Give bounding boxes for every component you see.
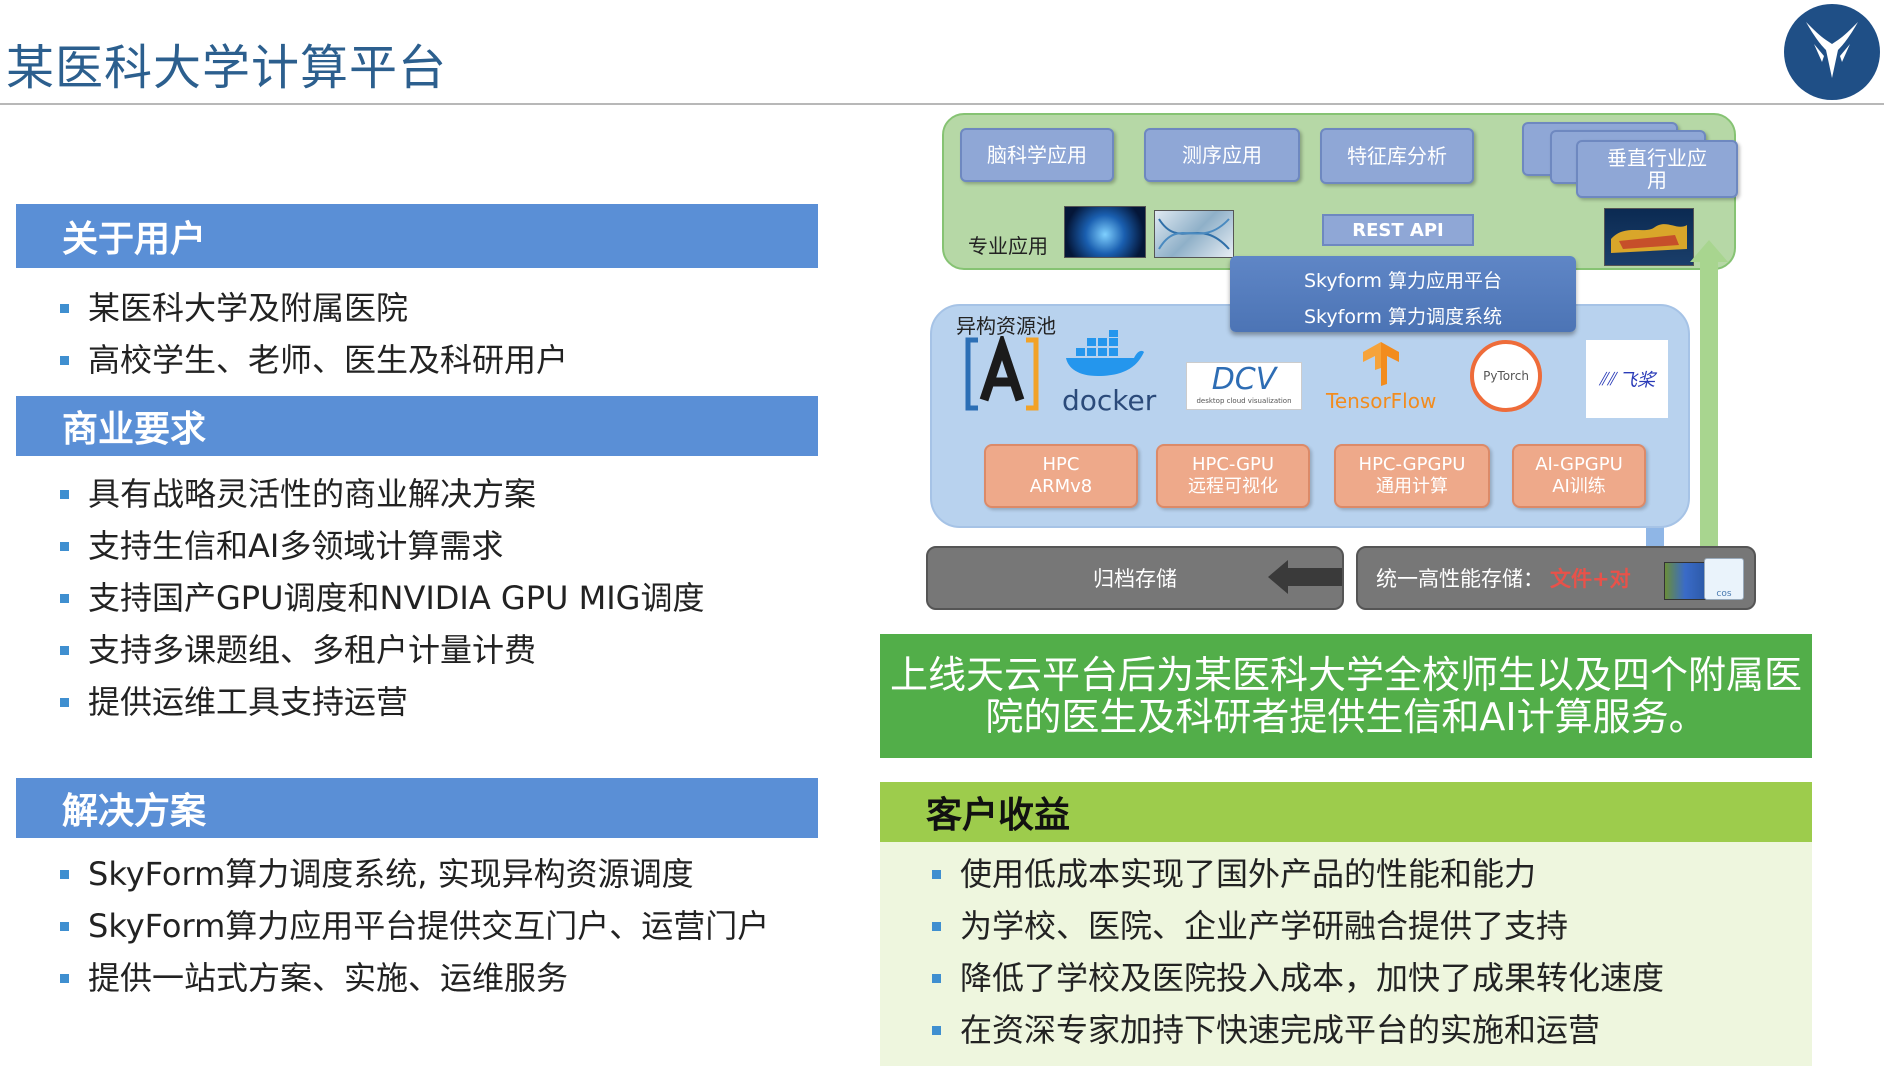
rest-api-badge: REST API xyxy=(1322,214,1474,246)
list-item: 某医科大学及附属医院 xyxy=(58,282,568,334)
app-sequencing[interactable]: 测序应用 xyxy=(1144,128,1300,182)
vertical-app-label-line1: 垂直行业应 xyxy=(1607,146,1707,170)
title-divider xyxy=(0,103,1884,105)
banner-line1: 上线天云平台后为某医科大学全校师生以及四个附属医 xyxy=(889,653,1802,697)
unified-storage-highlight: 文件+对 xyxy=(1550,567,1631,591)
dna-image-icon xyxy=(1154,210,1234,258)
paddle-text: 飞桨 xyxy=(1619,370,1656,391)
pytorch-logo: PyTorch xyxy=(1470,340,1542,412)
vertical-app-label-line2: 用 xyxy=(1647,168,1667,192)
ai-gpgpu-training-button[interactable]: AI-GPGPU AI训练 xyxy=(1512,444,1646,508)
docker-logo: docker xyxy=(1062,330,1157,417)
benefits-list: 使用低成本实现了国外产品的性能和能力 为学校、医院、企业产学研融合提供了支持 降… xyxy=(930,848,1664,1056)
resource-pool-label: 异构资源池 xyxy=(956,314,1056,338)
hpc-gpgpu-compute-button[interactable]: HPC-GPGPU 通用计算 xyxy=(1334,444,1490,508)
hpc-line2: ARMv8 xyxy=(1029,476,1093,497)
solution-list: SkyForm算力调度系统, 实现异构资源调度 SkyForm算力应用平台提供交… xyxy=(58,848,769,1004)
list-item: SkyForm算力应用平台提供交互门户、运营门户 xyxy=(58,900,769,952)
dcv-logo: DCV desktop cloud visualization xyxy=(1186,362,1302,410)
antelope-logo-icon xyxy=(1784,4,1880,100)
list-item: 在资深专家加持下快速完成平台的实施和运营 xyxy=(930,1004,1664,1056)
dcv-subtext: desktop cloud visualization xyxy=(1196,397,1292,405)
skyform-app-platform-label: Skyform 算力应用平台 xyxy=(1304,270,1502,292)
hpc-line1: HPC-GPU xyxy=(1191,454,1275,475)
list-item: 提供运维工具支持运营 xyxy=(58,676,704,728)
cos-bucket-icon: cos xyxy=(1704,558,1744,600)
app-brain-science[interactable]: 脑科学应用 xyxy=(960,128,1114,182)
arrow-shaft-dark xyxy=(1284,568,1342,586)
list-item: SkyForm算力调度系统, 实现异构资源调度 xyxy=(58,848,769,900)
tensorflow-icon xyxy=(1363,342,1399,386)
app-feature-library[interactable]: 特征库分析 xyxy=(1320,128,1474,184)
list-item: 支持生信和AI多领域计算需求 xyxy=(58,520,704,572)
hpc-line1: HPC-GPGPU xyxy=(1358,454,1466,475)
users-list: 某医科大学及附属医院 高校学生、老师、医生及科研用户 xyxy=(58,282,568,386)
skyform-platform-box[interactable]: Skyform 算力应用平台 Skyform 算力调度系统 xyxy=(1230,256,1576,332)
arrow-shaft-green xyxy=(1700,258,1718,558)
list-item: 提供一站式方案、实施、运维服务 xyxy=(58,952,769,1004)
arrow-up-green-icon xyxy=(1690,240,1728,262)
tensorflow-text: TensorFlow xyxy=(1326,389,1437,413)
section-solution-heading: 解决方案 xyxy=(16,778,818,838)
arrow-left-icon xyxy=(1268,560,1288,594)
section-business-heading: 商业要求 xyxy=(16,396,818,456)
hpc-armv8-button[interactable]: HPC ARMv8 xyxy=(984,444,1138,508)
skyform-scheduler-label: Skyform 算力调度系统 xyxy=(1304,306,1502,328)
section-benefits-heading: 客户收益 xyxy=(880,782,1812,842)
brain-image-icon xyxy=(1064,206,1146,258)
list-item: 支持多课题组、多租户计量计费 xyxy=(58,624,704,676)
list-item: 为学校、医院、企业产学研融合提供了支持 xyxy=(930,900,1664,952)
hpc-line1: HPC xyxy=(1042,454,1080,475)
hpc-gpu-visualization-button[interactable]: HPC-GPU 远程可视化 xyxy=(1156,444,1310,508)
page-title: 某医科大学计算平台 xyxy=(6,40,448,96)
hpc-line2: AI训练 xyxy=(1552,476,1606,497)
seismic-image-icon xyxy=(1604,208,1694,266)
banner-line2: 院的医生及科研者提供生信和AI计算服务。 xyxy=(985,695,1707,739)
section-users-heading: 关于用户 xyxy=(16,204,818,268)
list-item: 降低了学校及医院投入成本，加快了成果转化速度 xyxy=(930,952,1664,1004)
hpc-line2: 远程可视化 xyxy=(1188,476,1278,497)
list-item: 高校学生、老师、医生及科研用户 xyxy=(58,334,568,386)
list-item: 支持国产GPU调度和NVIDIA GPU MIG调度 xyxy=(58,572,704,624)
appliance-a-logo-icon xyxy=(964,331,1040,412)
hpc-line2: 通用计算 xyxy=(1376,476,1448,497)
list-item: 具有战略灵活性的商业解决方案 xyxy=(58,468,704,520)
docker-text: docker xyxy=(1062,384,1157,417)
tensorflow-logo: TensorFlow xyxy=(1326,340,1436,416)
app-vertical-industry[interactable]: 垂直行业应 用 xyxy=(1576,140,1738,198)
professional-apps-label: 专业应用 xyxy=(968,234,1048,258)
unified-storage-label: 统一高性能存储： xyxy=(1376,567,1544,591)
list-item: 使用低成本实现了国外产品的性能和能力 xyxy=(930,848,1664,900)
business-list: 具有战略灵活性的商业解决方案 支持生信和AI多领域计算需求 支持国产GPU调度和… xyxy=(58,468,704,728)
paddle-logo: ⫽⫽飞桨 xyxy=(1586,340,1668,418)
storage-device-icon xyxy=(1664,562,1706,600)
dcv-text: DCV xyxy=(1211,362,1277,397)
summary-banner: 上线天云平台后为某医科大学全校师生以及四个附属医 院的医生及科研者提供生信和AI… xyxy=(880,634,1812,758)
hpc-line1: AI-GPGPU xyxy=(1535,454,1623,475)
benefits-panel xyxy=(880,842,1812,1066)
